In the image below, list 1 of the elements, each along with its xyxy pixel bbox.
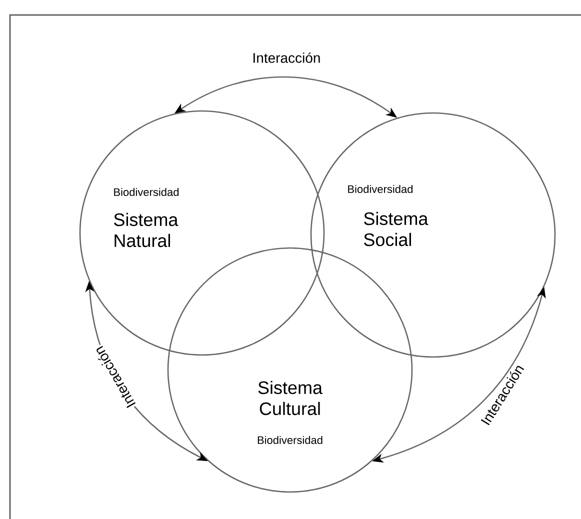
edge-label: Interacción (251, 51, 322, 64)
